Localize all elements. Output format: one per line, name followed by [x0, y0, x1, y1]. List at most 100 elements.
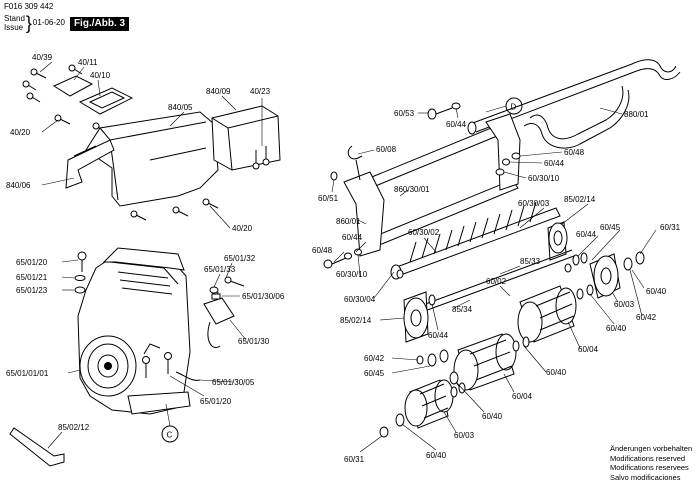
- label-60-44-a: 60/44: [446, 120, 467, 129]
- bolt-65-01-20: [74, 251, 87, 294]
- washers-lower-left: [416, 336, 530, 385]
- label-60-45-b: 60/45: [364, 369, 385, 378]
- label-65-01-30: 65/01/30: [238, 337, 270, 346]
- label-60-30-03: 60/30/03: [518, 199, 550, 208]
- label-40-20-left: 40/20: [10, 128, 31, 137]
- label-65-01-01-01: 65/01/01/01: [6, 369, 49, 378]
- label-60-04-b: 60/04: [512, 392, 533, 401]
- label-840-06: 840/06: [6, 181, 31, 190]
- leader-lines: [39, 61, 657, 453]
- callout-c-label: C: [167, 431, 173, 440]
- bolt-40-20-bottom: [130, 198, 219, 221]
- roller-60-03-right: [589, 253, 621, 299]
- label-60-04-a: 60/04: [578, 345, 599, 354]
- bracket-840-09: [211, 105, 281, 171]
- label-65-01-20: 65/01/20: [16, 258, 48, 267]
- notice-de: Änderungen vorbehalten: [610, 444, 693, 453]
- notice-fr: Modifications reservees: [610, 463, 689, 472]
- label-60-44-d: 60/44: [576, 230, 597, 239]
- label-60-31-a: 60/31: [660, 223, 681, 232]
- roller-60-03-lower: [404, 379, 454, 429]
- label-60-30-02: 60/30/02: [408, 228, 440, 237]
- label-60-40-a: 60/40: [646, 287, 667, 296]
- label-40-20-bottom: 40/20: [232, 224, 253, 233]
- modification-notice: Änderungen vorbehalten Modifications res…: [610, 444, 692, 482]
- roller-60-04-lower: [453, 333, 517, 391]
- label-85-02-14-b: 85/02/14: [340, 316, 372, 325]
- label-60-30-10-b: 60/30/10: [336, 270, 368, 279]
- callout-c: [161, 403, 179, 443]
- ignition-coil-65-01-30: [203, 291, 235, 348]
- label-860-01: 860/01: [336, 217, 361, 226]
- handle-880-01: [467, 59, 681, 149]
- label-60-03-a: 60/03: [614, 300, 635, 309]
- label-60-30-10-a: 60/30/10: [528, 174, 560, 183]
- label-65-01-32: 65/01/32: [224, 254, 256, 263]
- label-60-48-a: 60/48: [564, 148, 585, 157]
- label-60-45-a: 60/45: [600, 223, 621, 232]
- label-60-30-04: 60/30/04: [344, 295, 376, 304]
- plate-40-11: [52, 75, 94, 97]
- label-65-01-20-lower: 65/01/20: [200, 397, 232, 406]
- nut-65-01-33: [209, 286, 219, 294]
- gasket-40-10: [78, 87, 134, 115]
- bolt-40-20-left: [54, 114, 107, 133]
- cover-assembly: [22, 64, 281, 221]
- hex-key-85-02-12: [9, 427, 65, 467]
- issue-label: Issue: [4, 23, 24, 32]
- shaft-85-33: [419, 249, 575, 313]
- label-60-08: 60/08: [376, 145, 397, 154]
- spindle-60-30-02: [390, 201, 561, 280]
- label-60-44-b: 60/44: [544, 159, 565, 168]
- roller-60-04-mid: [517, 285, 577, 343]
- label-60-31-b: 60/31: [344, 455, 365, 464]
- label-880-01: 880/01: [624, 110, 649, 119]
- label-40-23: 40/23: [250, 87, 271, 96]
- label-85-33: 85/33: [520, 257, 541, 266]
- engine-65-01-01-01: [77, 247, 191, 415]
- label-860-30-01: 860/30/01: [394, 185, 430, 194]
- label-60-03-b: 60/03: [454, 431, 475, 440]
- label-60-40-c: 60/40: [546, 368, 567, 377]
- label-60-40-d: 60/40: [482, 412, 503, 421]
- washers-bottom: [379, 382, 466, 438]
- label-85-02-12: 85/02/12: [58, 423, 90, 432]
- washers-right: [564, 251, 645, 273]
- cover-840-05: [85, 111, 219, 207]
- label-65-01-21: 65/01/21: [16, 273, 48, 282]
- brace-glyph: }: [25, 13, 32, 33]
- bolt-60-48-lower: [323, 248, 362, 269]
- stand-label: Stand: [4, 14, 25, 23]
- bolt-40-39: [22, 64, 83, 103]
- part-labels: 40/39 40/11 40/10 840/09 40/23 840/05 40…: [6, 53, 681, 464]
- issue-date: 01-06-20: [32, 18, 65, 27]
- label-65-01-23: 65/01/23: [16, 286, 48, 295]
- lead-65-01-30-05: [175, 371, 201, 381]
- document-number: F016 309 442: [4, 2, 54, 11]
- label-60-48-b: 60/48: [312, 246, 333, 255]
- pin-60-51: [330, 171, 338, 181]
- screw-65-01-32: [224, 276, 245, 287]
- bolt-65-01-20-lower: [142, 352, 172, 378]
- label-60-40-e: 60/40: [426, 451, 447, 460]
- label-60-42-a: 60/42: [636, 313, 657, 322]
- label-60-51: 60/51: [318, 194, 339, 203]
- label-40-39: 40/39: [32, 53, 53, 62]
- label-60-53: 60/53: [394, 109, 415, 118]
- label-60-44-e: 60/44: [428, 331, 449, 340]
- label-40-11: 40/11: [78, 58, 98, 67]
- label-65-01-30-06: 65/01/30/06: [242, 292, 285, 301]
- callout-d-label: D: [511, 103, 517, 112]
- roller-85-02-14-left: [403, 291, 429, 343]
- label-85-34: 85/34: [452, 305, 473, 314]
- washer-60-44-small: [396, 269, 436, 306]
- label-40-10: 40/10: [90, 71, 111, 80]
- bolt-40-23: [252, 146, 270, 170]
- label-65-01-30-05: 65/01/30/05: [212, 378, 255, 387]
- figure-badge: Fig./Abb. 3: [69, 17, 130, 31]
- label-65-01-33: 65/01/33: [204, 265, 236, 274]
- label-60-44-c: 60/44: [342, 233, 363, 242]
- clip-65-01-30-06: [211, 293, 221, 300]
- label-85-02-14-a: 85/02/14: [564, 195, 596, 204]
